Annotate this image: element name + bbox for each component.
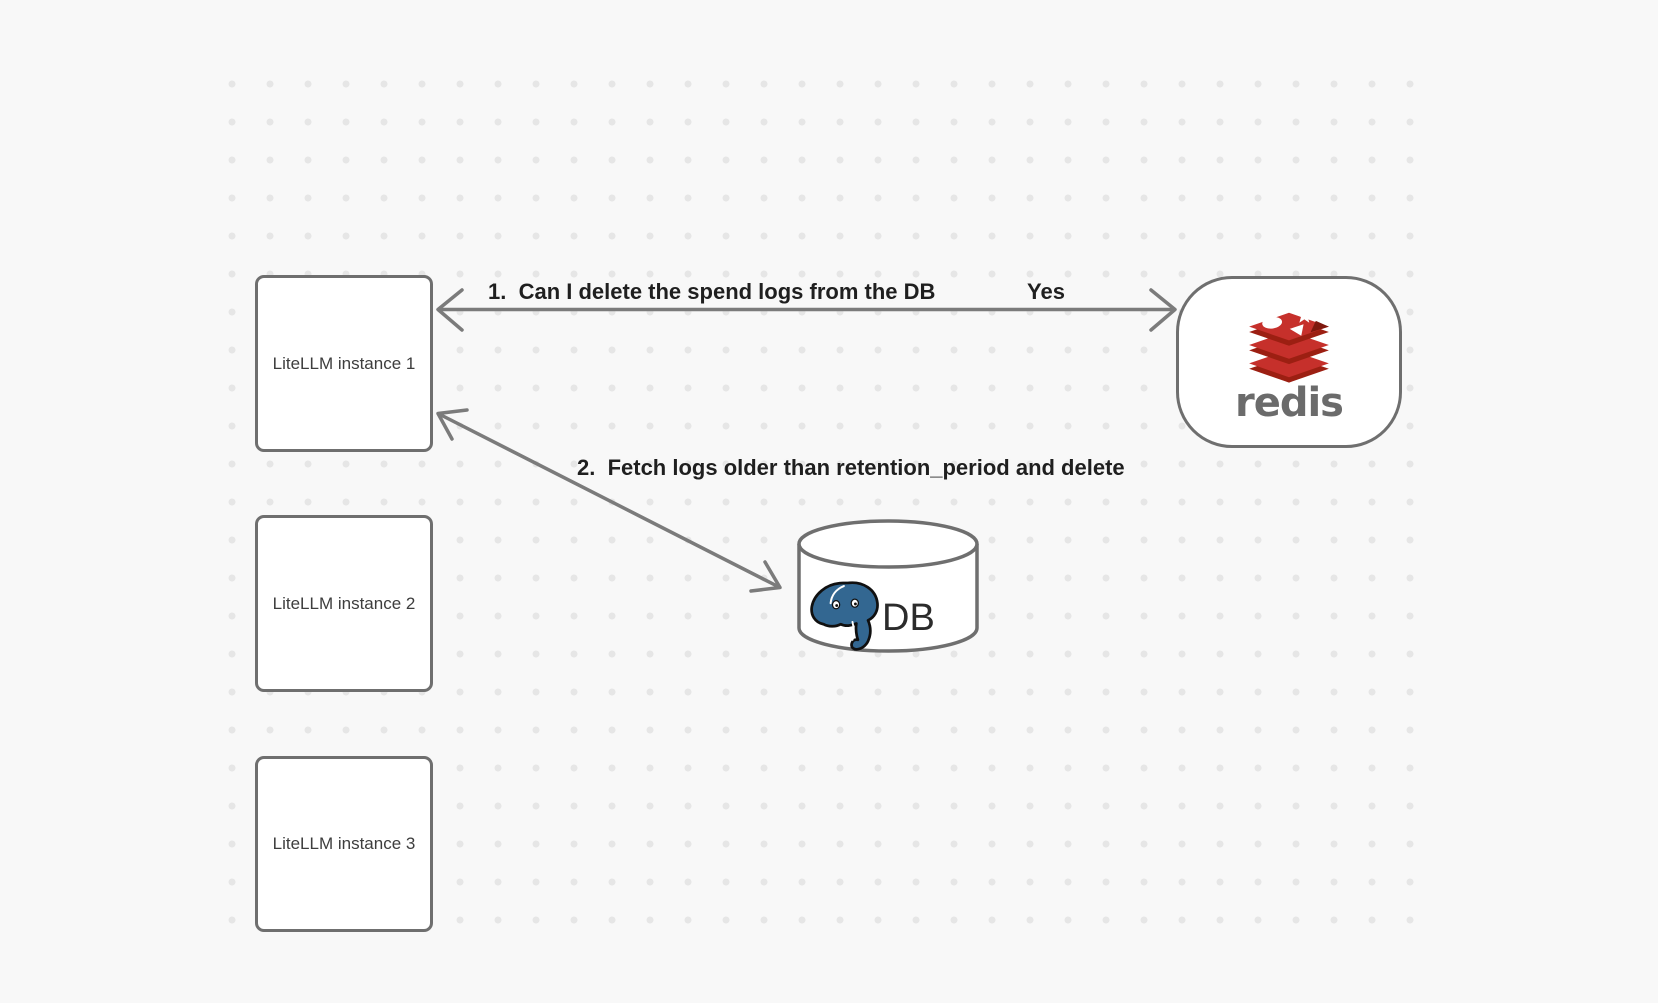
node-litellm-instance-1: LiteLLM instance 1	[255, 275, 433, 452]
arrow-litellm-redis	[436, 288, 1177, 332]
arrow-label-fetch-logs: 2. Fetch logs older than retention_perio…	[577, 455, 1125, 480]
arrowhead-bottom-icon	[749, 560, 782, 593]
db-label: DB	[882, 596, 935, 639]
redis-logo-icon	[1249, 307, 1329, 383]
redis-wordmark: redis	[1234, 380, 1344, 426]
node-label: LiteLLM instance 1	[272, 353, 416, 373]
node-label: LiteLLM instance 2	[272, 593, 416, 613]
arrowhead-right-icon	[1149, 288, 1177, 332]
arrow-litellm-db	[436, 408, 782, 593]
node-postgres-db: DB	[808, 576, 968, 660]
node-redis: redis	[1176, 276, 1402, 448]
redis-star-shape	[1296, 307, 1313, 323]
arrow-answer-yes: Yes	[1027, 279, 1065, 304]
postgresql-elephant-icon	[810, 581, 879, 651]
redis-triangle-shape	[1289, 324, 1304, 336]
arrow-label-delete-spend-logs: 1. Can I delete the spend logs from the …	[488, 279, 936, 304]
node-litellm-instance-3: LiteLLM instance 3	[255, 756, 433, 932]
redis-notch-shape	[1310, 320, 1329, 333]
redis-circle-shape	[1262, 316, 1283, 329]
arrowhead-left-icon	[436, 288, 464, 332]
node-label: LiteLLM instance 3	[272, 834, 416, 853]
arrowhead-top-icon	[436, 408, 469, 441]
node-litellm-instance-2: LiteLLM instance 2	[255, 515, 433, 692]
